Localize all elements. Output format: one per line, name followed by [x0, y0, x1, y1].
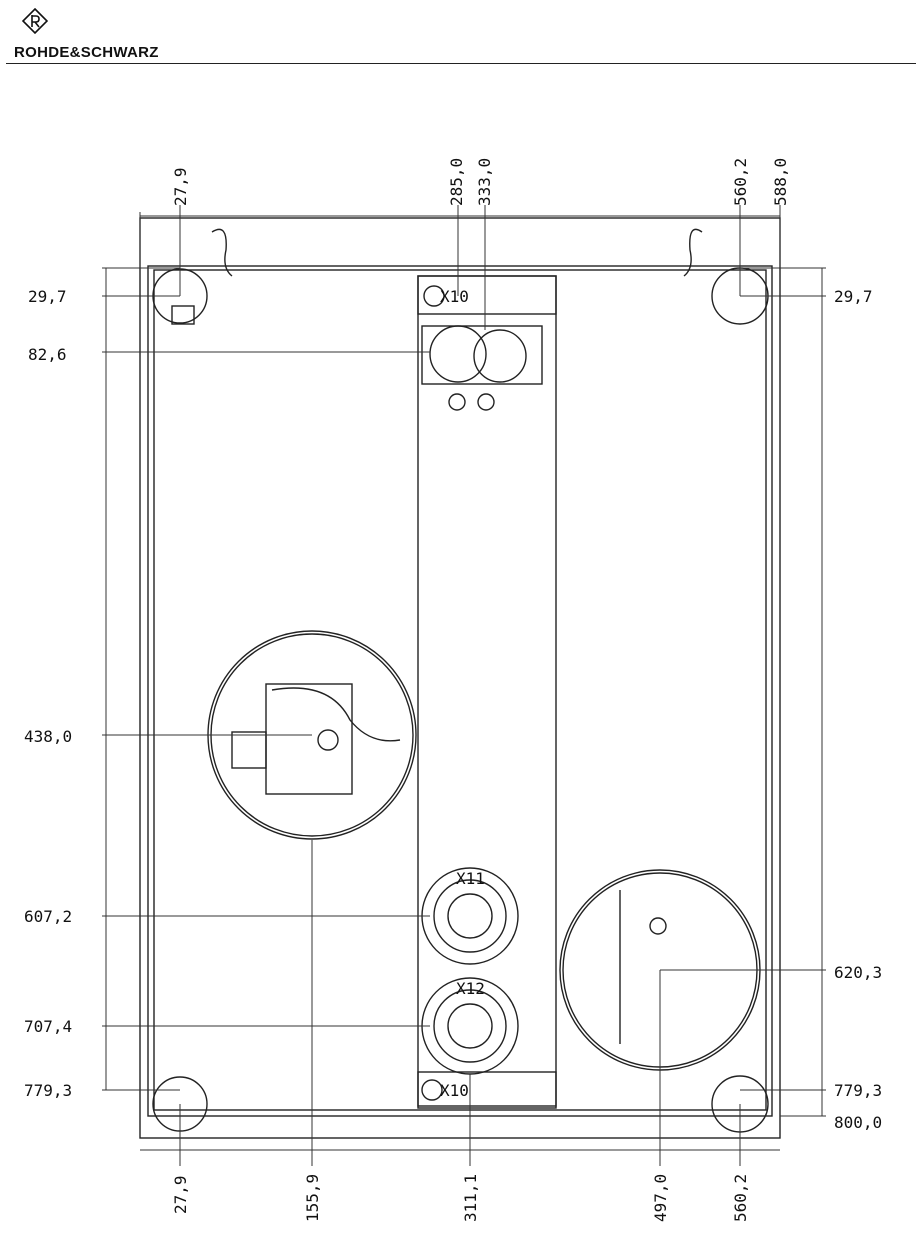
dim-bottom-5: 560,2 [731, 1174, 750, 1222]
dim-right-3: 779,3 [834, 1081, 882, 1100]
connector-x11-inner [434, 880, 506, 952]
connector-top-oval-2 [474, 330, 526, 382]
dim-bottom-1: 27,9 [171, 1175, 190, 1214]
connector-pin-2 [478, 394, 494, 410]
dim-left-5: 707,4 [24, 1017, 72, 1036]
top-connector-box [418, 276, 556, 314]
dim-right-4: 800,0 [834, 1113, 882, 1132]
left-component-bracket [266, 684, 352, 794]
connector-label-x12: X12 [456, 979, 485, 998]
left-component-block [232, 732, 266, 768]
dim-top-4: 560,2 [731, 158, 750, 206]
dim-bottom-4: 497,0 [651, 1174, 670, 1222]
dim-left-2: 82,6 [28, 345, 67, 364]
dim-left-1: 29,7 [28, 287, 67, 306]
bottom-connector-jack [422, 1080, 442, 1100]
dim-top-3: 333,0 [475, 158, 494, 206]
dim-top-1: 27,9 [171, 167, 190, 206]
right-component-hub [650, 918, 666, 934]
connector-x11-core [448, 894, 492, 938]
connector-x12-core [448, 1004, 492, 1048]
dim-bottom-3: 311,1 [461, 1174, 480, 1222]
dim-top-2: 285,0 [447, 158, 466, 206]
dim-bottom-2: 155,9 [303, 1174, 322, 1222]
hook-left [212, 229, 232, 276]
hook-right [684, 229, 702, 276]
connector-top-oval [430, 326, 486, 382]
dim-left-4: 607,2 [24, 907, 72, 926]
connector-label-x11: X11 [456, 869, 485, 888]
connector-label-bottom: X10 [440, 1081, 469, 1100]
dim-left-3: 438,0 [24, 727, 72, 746]
dim-right-1: 29,7 [834, 287, 873, 306]
dim-top-5: 588,0 [771, 158, 790, 206]
bottom-connector-box [418, 1072, 556, 1108]
connector-x12-inner [434, 990, 506, 1062]
dim-right-2: 620,3 [834, 963, 882, 982]
connector-pin-1 [449, 394, 465, 410]
connector-label-top: X10 [440, 287, 469, 306]
left-component-hub [318, 730, 338, 750]
dim-left-6: 779,3 [24, 1081, 72, 1100]
outer-frame [140, 218, 780, 1138]
